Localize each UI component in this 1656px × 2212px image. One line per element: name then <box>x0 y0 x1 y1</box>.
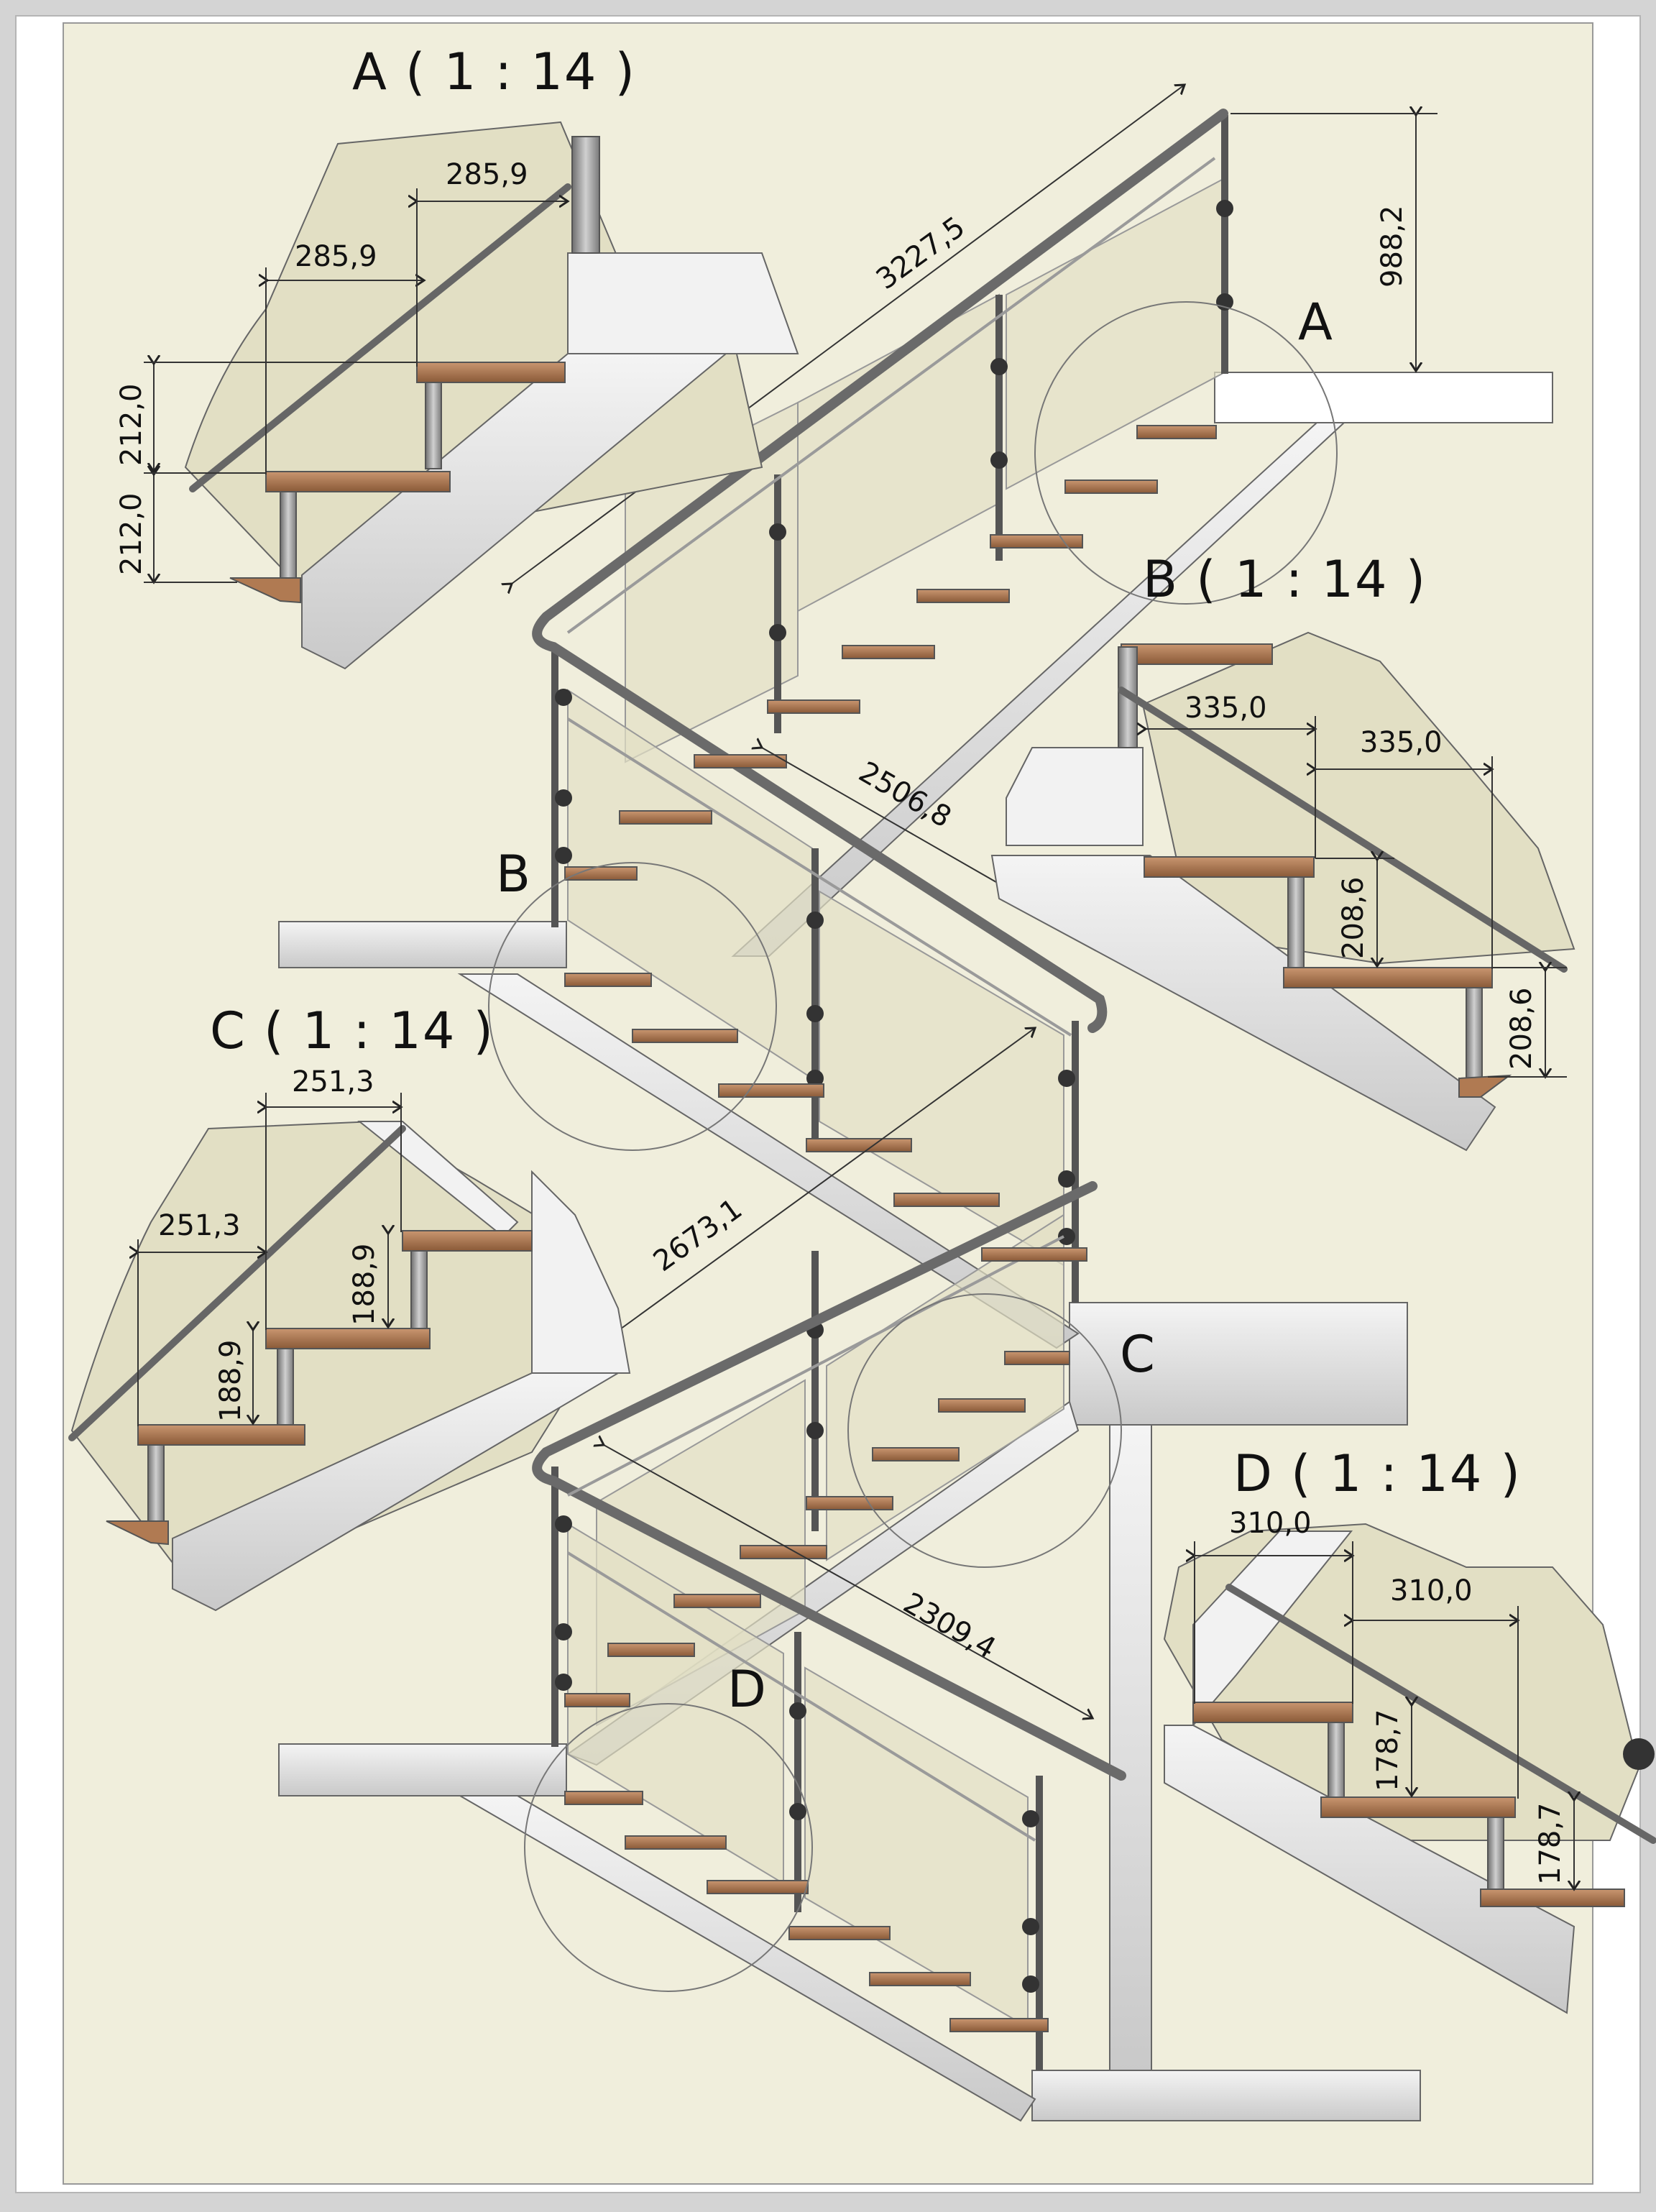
tread <box>1004 1351 1070 1365</box>
tread <box>564 973 652 987</box>
tread <box>694 754 787 768</box>
tread <box>632 1029 738 1043</box>
detail-view-d <box>1163 1523 1656 2014</box>
tread <box>564 1693 630 1707</box>
tread <box>949 2018 1049 2032</box>
detail-b-rise-2: 208,6 <box>1505 987 1538 1070</box>
detail-a-going-1: 285,9 <box>295 240 377 273</box>
tread <box>767 699 860 714</box>
detail-b-going-1: 335,0 <box>1184 692 1267 725</box>
detail-title-b: B ( 1 : 14 ) <box>1143 550 1427 609</box>
tread <box>707 1880 809 1894</box>
tread <box>916 589 1010 603</box>
tread <box>806 1496 893 1510</box>
detail-view-b <box>990 631 1576 1152</box>
tread <box>564 1791 643 1805</box>
tread <box>564 866 638 881</box>
detail-c-going-2: 251,3 <box>158 1209 241 1242</box>
detail-view-a <box>144 121 799 670</box>
detail-c-rise-2: 188,9 <box>214 1339 247 1422</box>
tread <box>938 1398 1026 1413</box>
detail-title-a: A ( 1 : 14 ) <box>352 42 636 101</box>
detail-ref-c: C <box>1120 1325 1155 1384</box>
tread <box>619 810 712 825</box>
detail-b-going-2: 335,0 <box>1360 726 1443 759</box>
landing-slab-c <box>1069 1302 1408 1426</box>
top-height-dimension: 988,2 <box>1376 205 1409 288</box>
tread <box>607 1643 695 1657</box>
detail-a-rise-2: 212,0 <box>115 492 148 575</box>
handrails <box>532 109 1228 1781</box>
detail-a-rise-1: 212,0 <box>115 383 148 466</box>
tread <box>806 1138 912 1152</box>
detail-ref-d: D <box>727 1660 766 1719</box>
main-staircase <box>278 85 1553 2122</box>
tread <box>1136 425 1217 439</box>
detail-d-going-2: 310,0 <box>1390 1574 1473 1607</box>
tread <box>893 1193 1000 1207</box>
tread <box>740 1545 827 1559</box>
detail-c-going-1: 251,3 <box>292 1065 374 1098</box>
tread <box>673 1594 761 1608</box>
detail-c-rise-1: 188,9 <box>348 1243 381 1326</box>
detail-view-c <box>68 1093 631 1612</box>
detail-a-going-2: 285,9 <box>446 158 528 191</box>
tread <box>788 1926 891 1940</box>
landing-slab-b <box>278 921 567 968</box>
tread <box>1064 479 1158 494</box>
stringer-flight-4 <box>457 1795 1036 2122</box>
tread <box>981 1247 1087 1262</box>
detail-d-rise-1: 178,7 <box>1371 1709 1404 1791</box>
tread <box>842 645 935 659</box>
detail-title-c: C ( 1 : 14 ) <box>210 1001 494 1060</box>
tread <box>872 1447 960 1461</box>
central-column <box>1109 1424 1152 2073</box>
detail-d-going-1: 310,0 <box>1229 1507 1312 1540</box>
tread <box>990 534 1083 549</box>
detail-ref-a: A <box>1298 293 1333 352</box>
detail-title-d: D ( 1 : 14 ) <box>1233 1444 1522 1503</box>
detail-d-rise-2: 178,7 <box>1534 1802 1567 1885</box>
tread <box>625 1835 727 1850</box>
detail-b-rise-1: 208,6 <box>1337 876 1370 959</box>
detail-ref-b: B <box>496 845 530 904</box>
top-floor-slab <box>1214 372 1553 423</box>
landing-slab-d <box>278 1743 567 1796</box>
tread <box>718 1083 824 1098</box>
base-slab <box>1031 2070 1421 2121</box>
tread <box>869 1972 971 1986</box>
